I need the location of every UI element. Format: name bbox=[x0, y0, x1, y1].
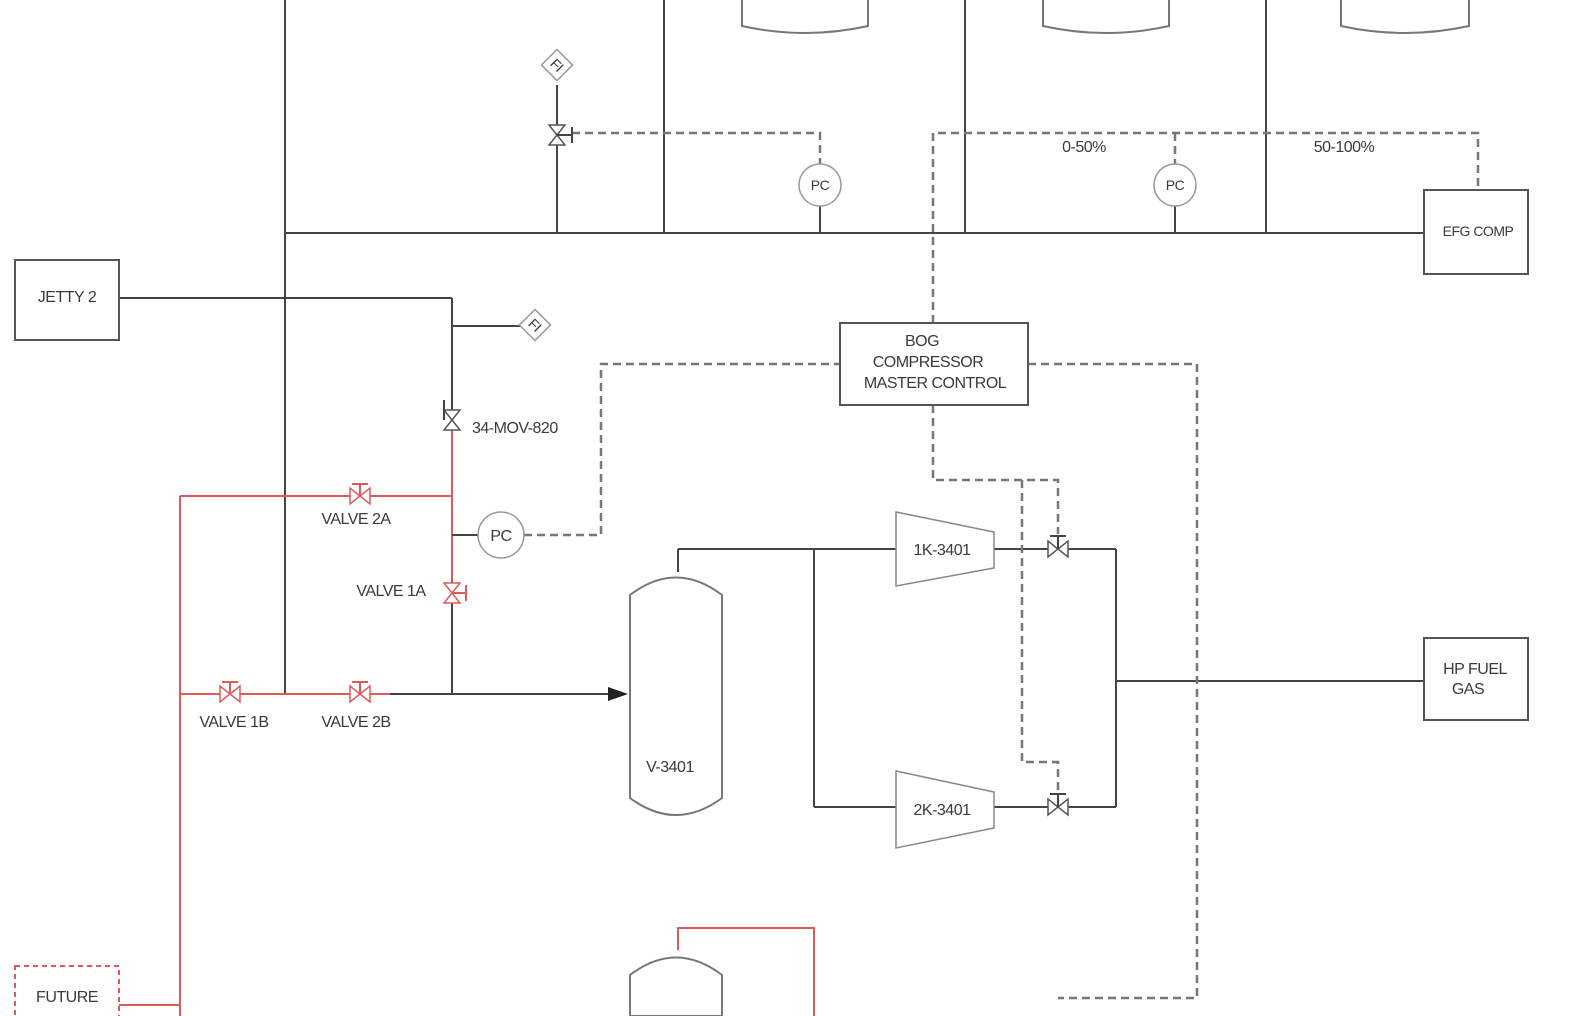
control-valve-1k-discharge bbox=[1047, 535, 1069, 559]
svg-text:JETTY 2: JETTY 2 bbox=[38, 289, 97, 306]
svg-text:MASTER CONTROL: MASTER CONTROL bbox=[864, 375, 1007, 392]
svg-text:GAS: GAS bbox=[1452, 681, 1484, 698]
svg-text:V-3401: V-3401 bbox=[646, 759, 694, 776]
vessel-future bbox=[629, 956, 723, 1016]
efg-comp-box: EFG COMP bbox=[1423, 189, 1529, 275]
vessel-v-3401: V-3401 bbox=[629, 576, 723, 816]
process-lines bbox=[119, 0, 1424, 808]
compressor-2k-3401: 2K-3401 bbox=[895, 770, 995, 849]
control-valve-fi-branch bbox=[547, 124, 573, 146]
hp-fuel-gas-box: HP FUEL GAS bbox=[1423, 637, 1529, 721]
future-box: FUTURE bbox=[14, 965, 120, 1016]
svg-text:VALVE 2A: VALVE 2A bbox=[321, 511, 391, 528]
fi-instrument-2: FI bbox=[518, 308, 552, 342]
svg-text:2K-3401: 2K-3401 bbox=[914, 802, 972, 819]
svg-text:BOG: BOG bbox=[905, 333, 939, 350]
tank-1 bbox=[741, 0, 869, 34]
valve-1a: VALVE 1A bbox=[356, 582, 467, 604]
pc-instrument-2: PC bbox=[1153, 163, 1197, 207]
svg-text:PC: PC bbox=[490, 528, 511, 545]
svg-text:HP FUEL: HP FUEL bbox=[1443, 661, 1507, 678]
pc-instrument-1: PC bbox=[798, 163, 842, 207]
storage-tanks bbox=[741, 0, 1470, 34]
flow-arrow bbox=[608, 687, 628, 701]
fi-instrument-1: FI bbox=[540, 48, 574, 82]
svg-text:PC: PC bbox=[811, 177, 830, 193]
tank-3 bbox=[1340, 0, 1470, 34]
svg-text:COMPRESSOR: COMPRESSOR bbox=[873, 354, 984, 371]
control-valve-2k-discharge bbox=[1047, 793, 1069, 817]
valve-34-mov-820: 34-MOV-820 bbox=[442, 400, 559, 437]
svg-text:VALVE 1B: VALVE 1B bbox=[199, 714, 268, 731]
split-range-high-label: 50-100% bbox=[1314, 139, 1375, 156]
svg-text:34-MOV-820: 34-MOV-820 bbox=[472, 420, 558, 437]
svg-text:EFG COMP: EFG COMP bbox=[1443, 223, 1514, 239]
svg-text:FUTURE: FUTURE bbox=[36, 989, 98, 1006]
pc-instrument-3: PC bbox=[452, 511, 525, 559]
compressor-1k-3401: 1K-3401 bbox=[895, 511, 995, 587]
bog-master-control-box: BOG COMPRESSOR MASTER CONTROL bbox=[839, 322, 1029, 406]
svg-text:PC: PC bbox=[1166, 177, 1185, 193]
valve-2b: VALVE 2B bbox=[321, 681, 391, 731]
split-range-low-label: 0-50% bbox=[1062, 139, 1106, 156]
svg-text:1K-3401: 1K-3401 bbox=[914, 542, 972, 559]
svg-text:VALVE 2B: VALVE 2B bbox=[321, 714, 390, 731]
tank-2 bbox=[1042, 0, 1170, 34]
svg-text:VALVE 1A: VALVE 1A bbox=[356, 583, 426, 600]
signal-lines bbox=[524, 131, 1480, 1000]
valve-1b: VALVE 1B bbox=[199, 681, 269, 731]
jetty-2-box: JETTY 2 bbox=[14, 259, 120, 341]
valve-2a: VALVE 2A bbox=[321, 483, 392, 528]
